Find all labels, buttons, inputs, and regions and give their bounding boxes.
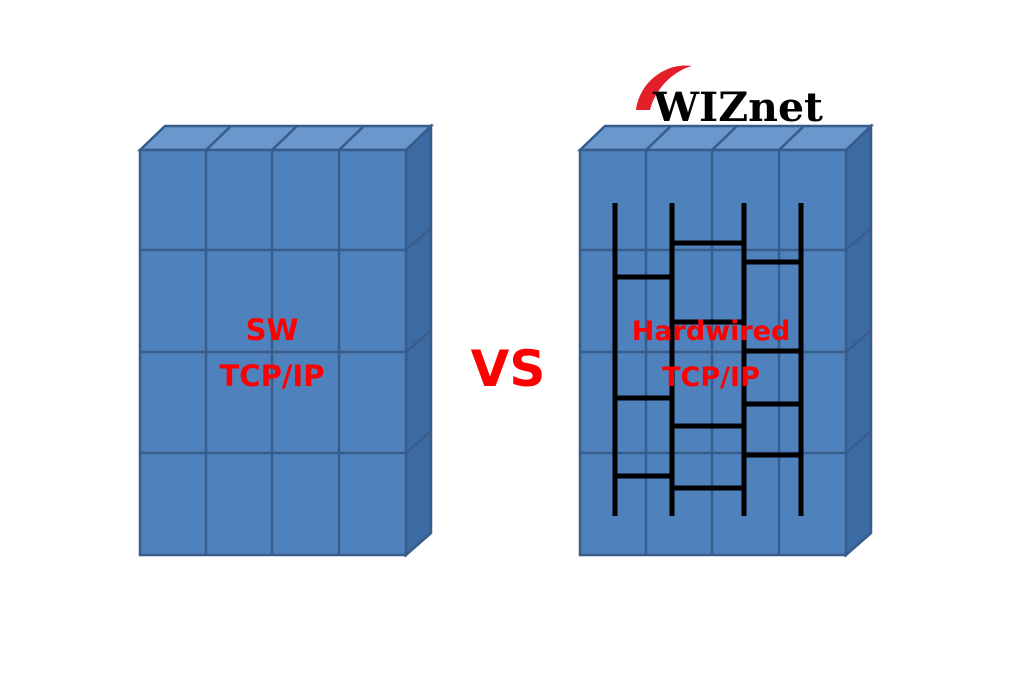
wiznet-logo-text: WIZnet (652, 84, 824, 131)
sw-top-divider (205, 125, 232, 151)
wiznet-logo: WIZnet (636, 65, 824, 131)
sw-top-divider (271, 125, 298, 151)
hardwired-ladder (612, 203, 804, 516)
sw-tcpip-block: SW TCP/IP (136, 123, 435, 558)
hw-top-divider (645, 125, 672, 151)
sw-label-line1: SW (246, 313, 299, 347)
sw-side-divider (405, 329, 432, 353)
hardwired-label-line2: TCP/IP (662, 362, 760, 393)
wiznet-logo-arc-icon (636, 65, 692, 110)
vs-label: VS (471, 340, 546, 398)
sw-label-line2: TCP/IP (220, 359, 325, 393)
hw-side-divider (845, 227, 872, 251)
hardwired-label-line1: Hardwired (632, 316, 791, 347)
sw-side-divider (405, 430, 432, 454)
hw-top-divider (711, 125, 738, 151)
hw-side-divider (845, 430, 872, 454)
hardwired-tcpip-block: Hardwired TCP/IP (576, 123, 875, 558)
sw-side-divider (405, 227, 432, 251)
hw-top-divider (778, 125, 805, 151)
hw-side-divider (845, 329, 872, 353)
sw-top-divider (338, 125, 365, 151)
